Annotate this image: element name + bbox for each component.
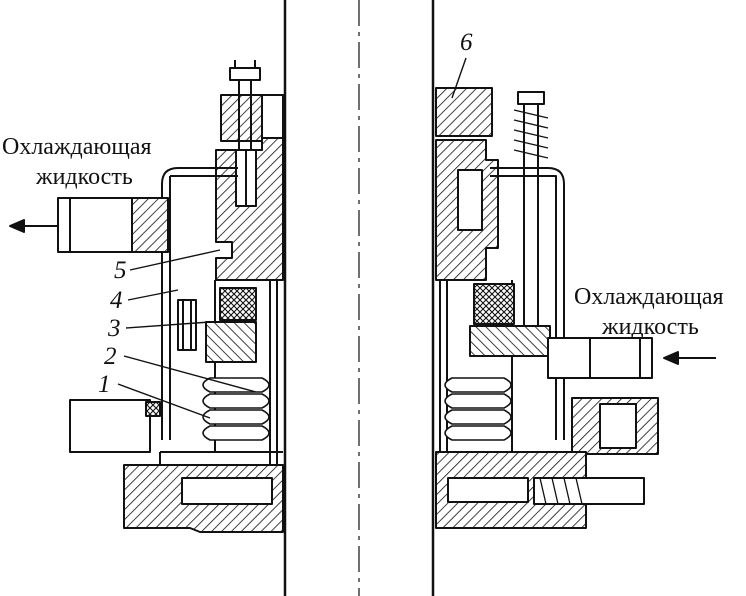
callout-3: 3 — [108, 315, 121, 342]
callout-leaders — [117, 57, 467, 419]
left-housing — [57, 60, 284, 533]
coolant-outlet-label-line1: Охлаждающая — [2, 134, 152, 160]
callout-2: 2 — [104, 343, 117, 370]
coolant-inlet-label-line1: Охлаждающая — [574, 284, 724, 310]
callout-5: 5 — [114, 257, 127, 284]
right-long-bolt — [513, 91, 549, 330]
coolant-inlet-label-line2: жидкость — [602, 314, 699, 340]
right-bellows — [444, 377, 512, 441]
callout-4: 4 — [110, 287, 123, 314]
left-bellows — [202, 377, 270, 441]
coolant-inlet-arrow — [663, 351, 716, 365]
callout-6: 6 — [460, 29, 473, 56]
shaft — [283, 0, 435, 596]
callout-1: 1 — [98, 371, 111, 398]
coolant-outlet-arrow — [9, 219, 58, 233]
coolant-outlet-label-line2: жидкость — [36, 164, 133, 190]
right-housing — [435, 87, 659, 529]
